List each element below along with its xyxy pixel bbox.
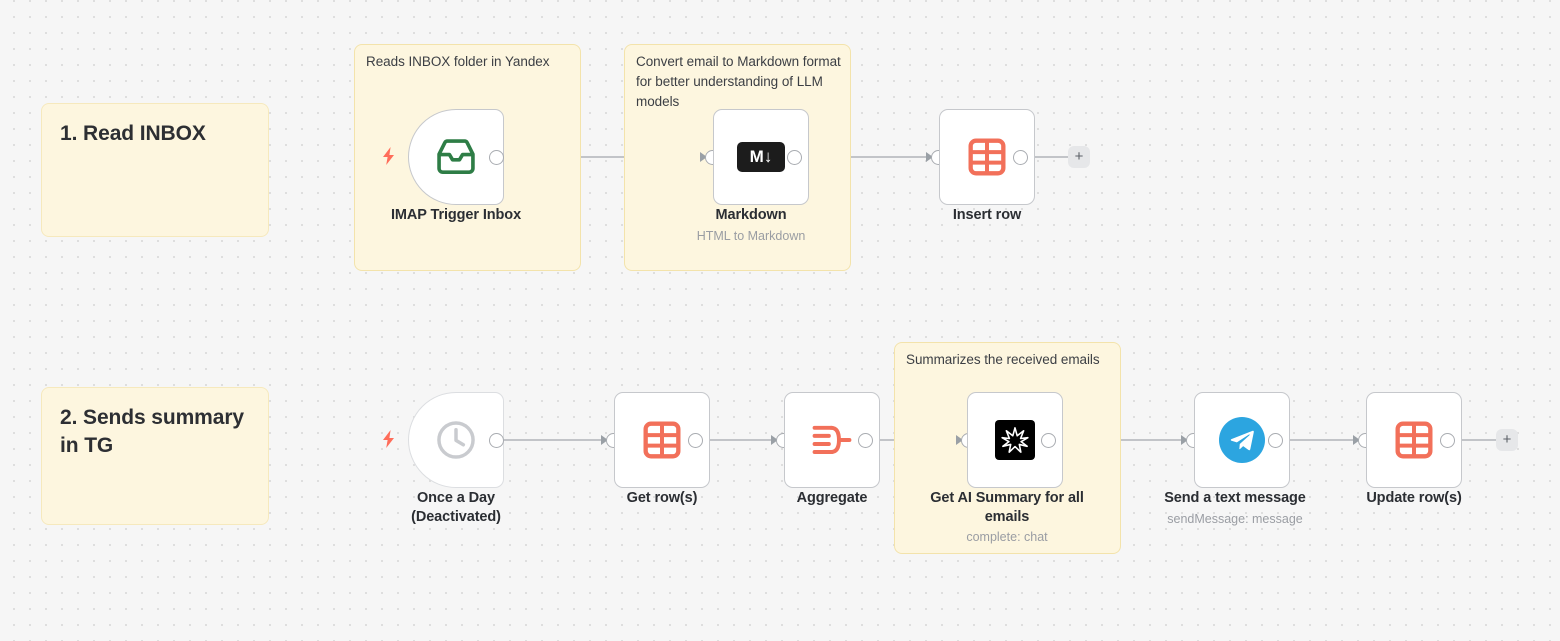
node-title-markdown: Markdown (715, 207, 787, 223)
sticky-note-yandex-text: Reads INBOX folder in Yandex (366, 54, 550, 69)
input-arrow-aggregate (771, 435, 778, 445)
node-imap-trigger-inbox[interactable] (408, 109, 504, 205)
node-title-send-text-message: Send a text message (1164, 490, 1306, 506)
node-label-send-text-message: Send a text message sendMessage: message (1142, 489, 1328, 528)
node-subtitle-get-ai-summary: complete: chat (966, 530, 1048, 545)
node-title-get-ai-summary: Get AI Summary for all emails (930, 490, 1084, 525)
aggregate-icon (812, 425, 852, 455)
node-label-insert-row: Insert row (952, 207, 1022, 223)
sticky-note-title: 2. Sends summary in TG (60, 406, 244, 457)
sticky-note-read-inbox[interactable]: 1. Read INBOX (41, 103, 269, 237)
output-endpoint-update-rows[interactable] (1440, 433, 1455, 448)
table-icon (643, 421, 681, 459)
inbox-icon (437, 139, 475, 175)
output-endpoint-aggregate[interactable] (858, 433, 873, 448)
input-arrow-get-ai-summary (956, 435, 963, 445)
sticky-note-sends-summary[interactable]: 2. Sends summary in TG (41, 387, 269, 525)
output-endpoint-send-text-message[interactable] (1268, 433, 1283, 448)
input-arrow-markdown (700, 152, 707, 162)
trigger-bolt-icon (383, 430, 394, 448)
sticky-note-title: 1. Read INBOX (60, 122, 206, 145)
node-markdown[interactable]: M↓ (713, 109, 809, 205)
node-label-imap-trigger-inbox: IMAP Trigger Inbox (390, 207, 522, 223)
ai-star-icon (995, 420, 1035, 460)
table-icon (1395, 421, 1433, 459)
trigger-bolt-icon (383, 147, 394, 165)
sticky-note-markdown-text: Convert email to Markdown format for bet… (636, 54, 841, 109)
output-endpoint-imap-trigger[interactable] (489, 150, 504, 165)
node-label-once-a-day: Once a Day (Deactivated) (411, 490, 501, 525)
telegram-icon (1219, 417, 1265, 463)
node-subtitle-send-text-message: sendMessage: message (1167, 511, 1303, 526)
output-endpoint-insert-row[interactable] (1013, 150, 1028, 165)
node-subtitle-markdown: HTML to Markdown (696, 228, 806, 243)
input-arrow-insert-row (926, 152, 933, 162)
node-label-get-ai-summary: Get AI Summary for all emails complete: … (922, 489, 1092, 546)
markdown-icon: M↓ (737, 142, 785, 172)
node-label-aggregate: Aggregate (796, 490, 868, 506)
output-endpoint-markdown[interactable] (787, 150, 802, 165)
node-label-markdown: Markdown HTML to Markdown (661, 206, 841, 245)
output-endpoint-once-a-day[interactable] (489, 433, 504, 448)
input-arrow-update-rows (1353, 435, 1360, 445)
input-arrow-send-text-message (1181, 435, 1188, 445)
table-icon (968, 138, 1006, 176)
node-label-get-rows: Get row(s) (626, 490, 698, 506)
add-node-button-row-1[interactable]: + (1068, 146, 1090, 168)
input-arrow-get-rows (601, 435, 608, 445)
output-endpoint-get-rows[interactable] (688, 433, 703, 448)
add-node-button-row-2[interactable]: + (1496, 429, 1518, 451)
output-endpoint-get-ai-summary[interactable] (1041, 433, 1056, 448)
sticky-note-summary-text: Summarizes the received emails (906, 352, 1100, 367)
node-label-update-rows: Update row(s) (1366, 490, 1462, 506)
clock-icon (437, 421, 475, 459)
